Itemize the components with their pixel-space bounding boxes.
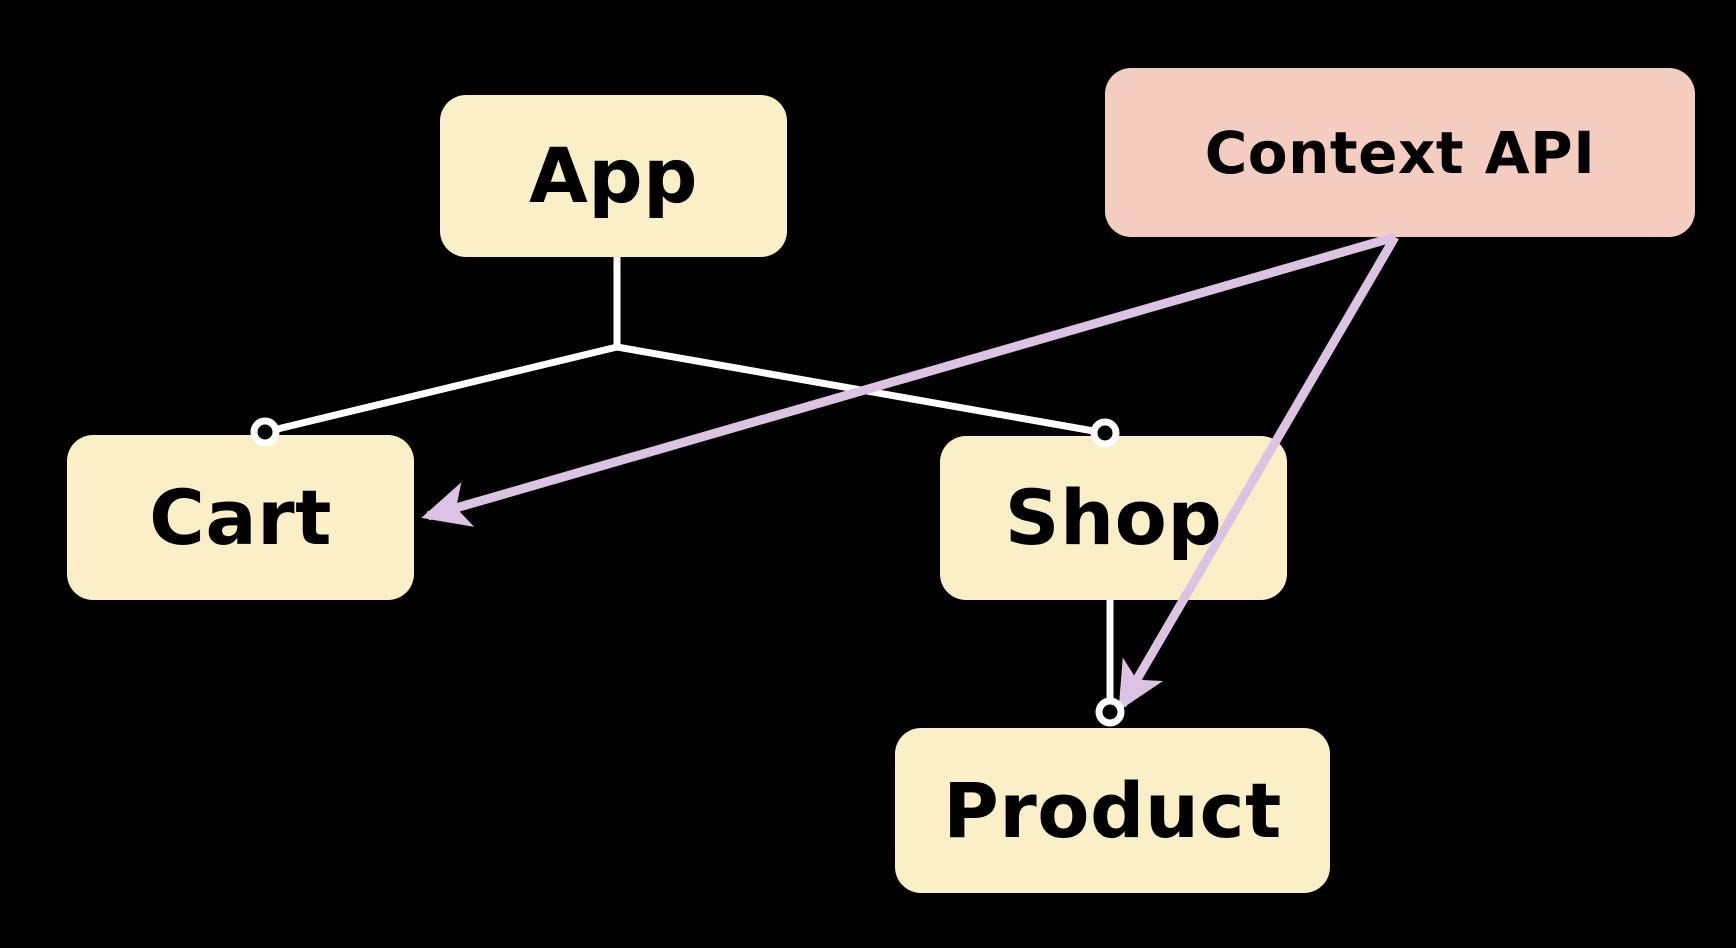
node-product[interactable]: Product xyxy=(895,728,1330,893)
node-product-label: Product xyxy=(943,765,1282,855)
edge-app-cart xyxy=(261,253,621,436)
node-cart[interactable]: Cart xyxy=(67,435,414,600)
node-shop-label: Shop xyxy=(1004,473,1223,562)
node-context-api-label: Context API xyxy=(1204,118,1596,187)
node-app-label: App xyxy=(528,131,699,220)
node-shop[interactable]: Shop xyxy=(940,436,1287,600)
node-context-api[interactable]: Context API xyxy=(1105,68,1695,237)
node-app[interactable]: App xyxy=(440,95,787,257)
node-cart-label: Cart xyxy=(149,472,332,562)
edge-app-shop xyxy=(613,343,1109,437)
